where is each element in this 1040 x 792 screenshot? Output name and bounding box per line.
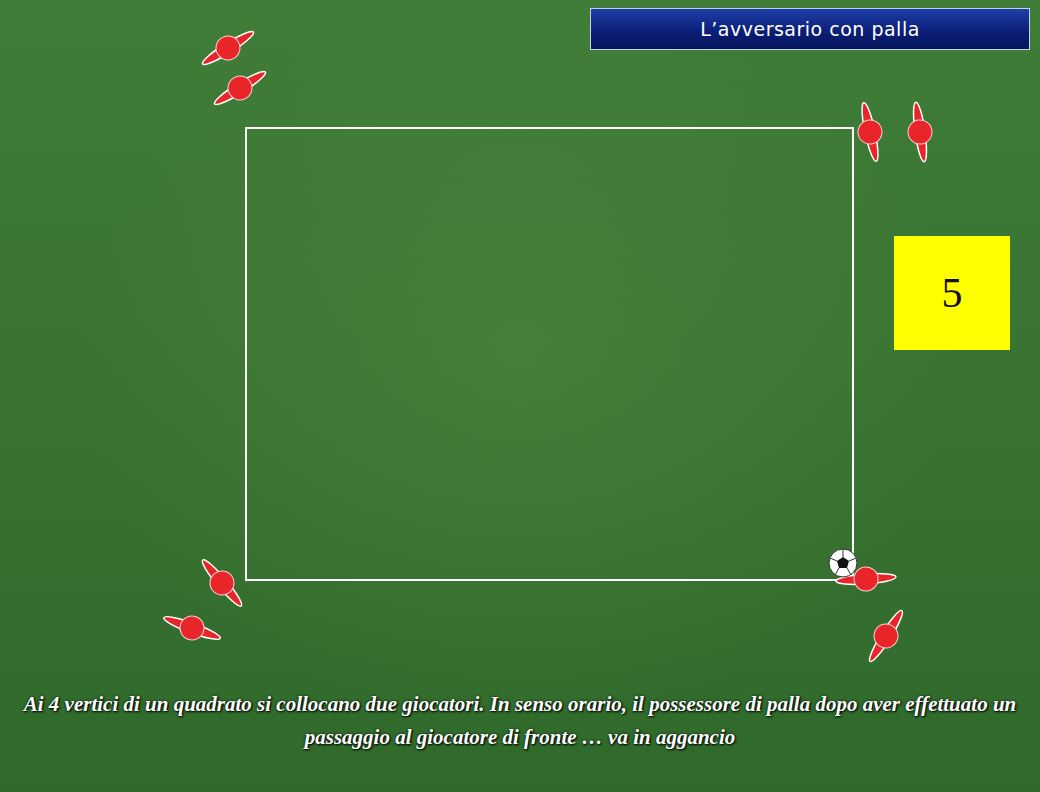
soccer-ball	[829, 549, 857, 577]
number-box: 5	[894, 236, 1010, 350]
player-marker	[160, 22, 936, 668]
title-band: L’avversario con palla	[590, 8, 1030, 50]
box-number: 5	[942, 272, 963, 314]
title-text: L’avversario con palla	[700, 18, 920, 40]
caption: Ai 4 vertici di un quadrato si collocano…	[5, 688, 1035, 754]
square-outline	[246, 128, 853, 580]
